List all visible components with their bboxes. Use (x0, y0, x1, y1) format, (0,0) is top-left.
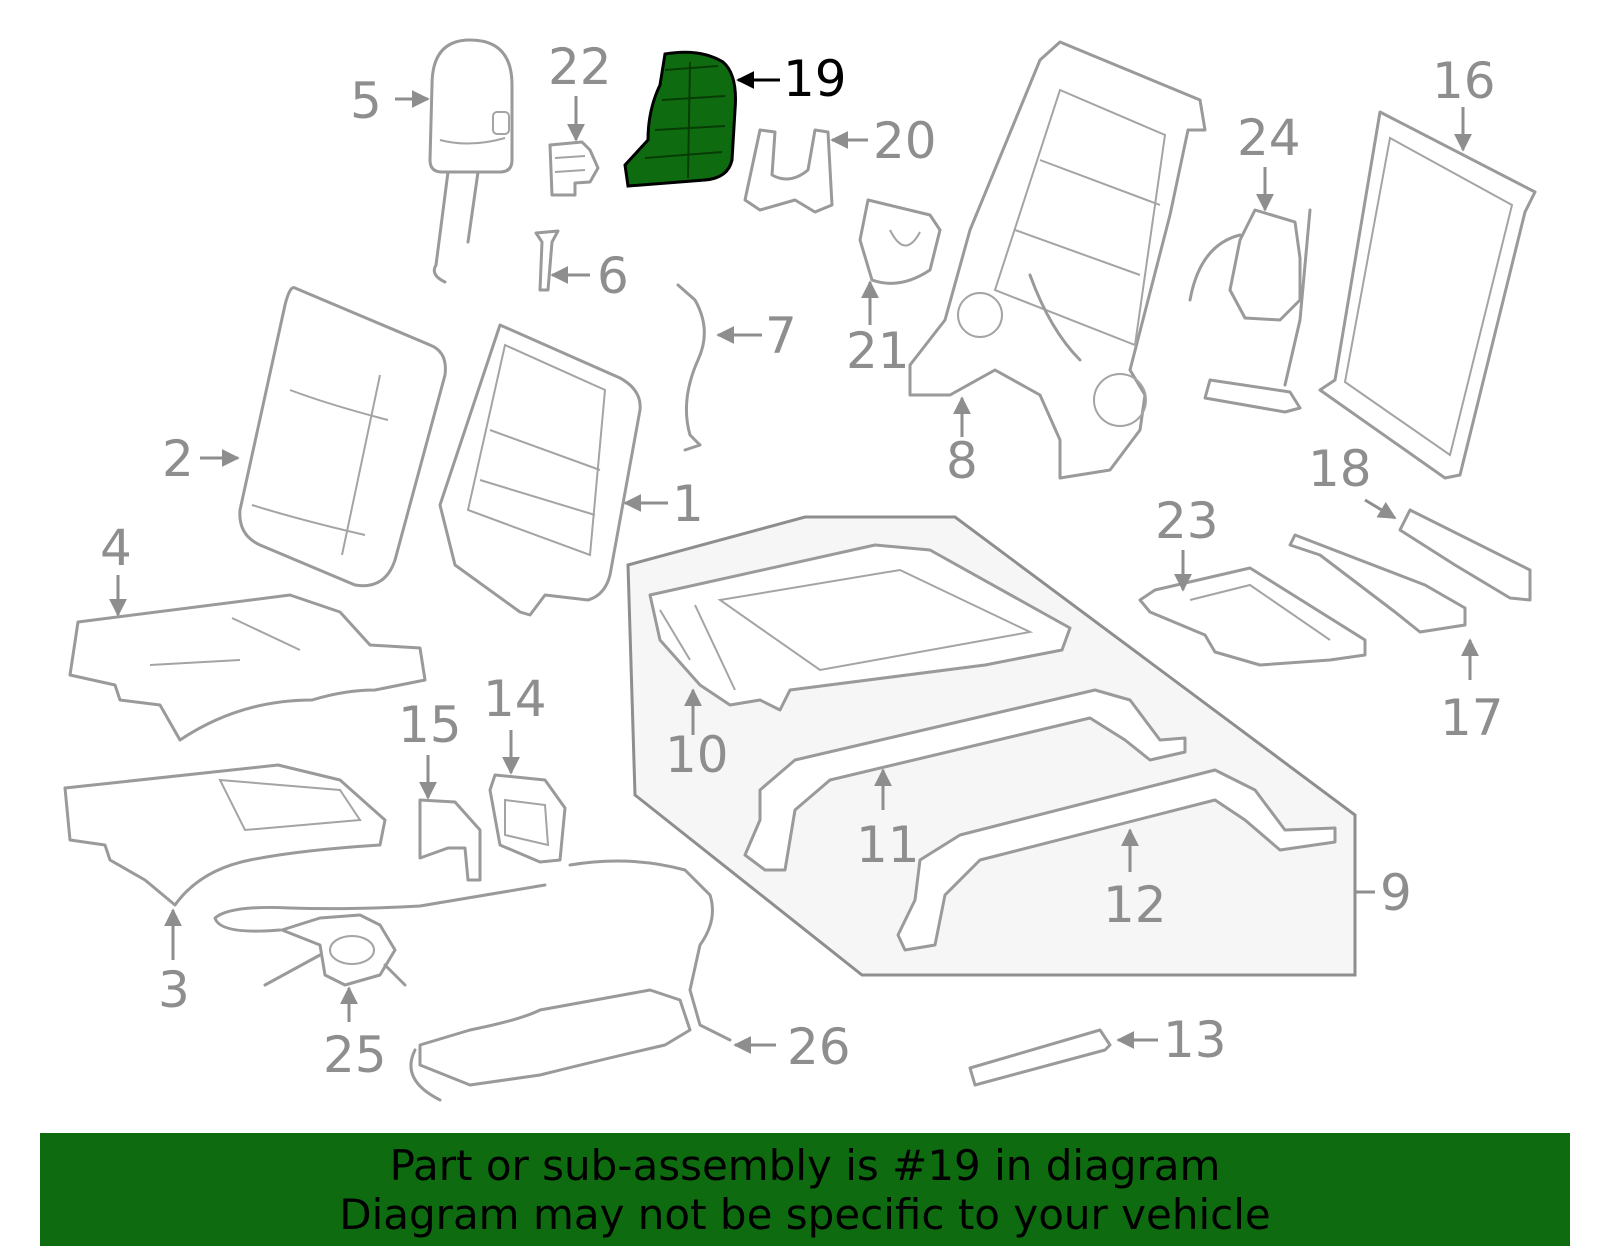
part-5-headrest (428, 38, 514, 284)
part-10-seat-frame (648, 543, 1072, 712)
part-8-frame-structure (908, 40, 1207, 480)
info-banner: Part or sub-assembly is #19 in diagram D… (40, 1133, 1570, 1246)
callout-8: 8 (946, 432, 978, 490)
part-6-pin (534, 229, 560, 292)
callout-13: 13 (1163, 1011, 1227, 1069)
callout-15: 15 (398, 696, 462, 754)
callout-labels: 5 22 19 20 21 6 7 2 1 4 3 15 14 25 26 8 … (100, 38, 1504, 1084)
callout-26: 26 (787, 1018, 851, 1076)
part-22-clip (548, 140, 600, 197)
part-12-rail (896, 768, 1337, 952)
part-19-highlighted (623, 50, 737, 188)
callout-4: 4 (100, 519, 132, 577)
part-23-panel (1138, 566, 1367, 667)
part-14-module (488, 773, 567, 864)
callout-21: 21 (846, 322, 910, 380)
callout-3: 3 (158, 961, 190, 1019)
part-16-back-panel (1318, 110, 1537, 480)
callout-5: 5 (350, 72, 382, 130)
part-20-bracket (743, 128, 834, 214)
part-3-cushion-frame (63, 763, 387, 907)
part-7-cable (676, 283, 706, 452)
banner-line-1: Part or sub-assembly is #19 in diagram (389, 1141, 1221, 1190)
part-11-rail (743, 688, 1187, 872)
part-15-bracket (418, 798, 482, 882)
callout-23: 23 (1155, 492, 1219, 550)
callout-9: 9 (1380, 864, 1412, 922)
callout-18: 18 (1308, 440, 1372, 498)
callout-1: 1 (672, 475, 704, 533)
callout-22: 22 (548, 38, 612, 96)
part-2-seatback-cover (238, 286, 447, 588)
banner-line-2: Diagram may not be specific to your vehi… (339, 1190, 1271, 1239)
callout-24: 24 (1237, 109, 1301, 167)
callout-25: 25 (323, 1026, 387, 1084)
callout-16: 16 (1432, 52, 1496, 110)
part-25-motor (213, 883, 547, 987)
callout-12: 12 (1103, 876, 1167, 934)
part-13-bar (968, 1028, 1112, 1087)
callout-7: 7 (765, 307, 797, 365)
callout-6: 6 (597, 247, 629, 305)
callout-17: 17 (1440, 689, 1504, 747)
part-24-recliner (1188, 208, 1312, 414)
parts-diagram: 5 22 19 20 21 6 7 2 1 4 3 15 14 25 26 8 … (63, 38, 1537, 1102)
part-17-bracket (1288, 533, 1467, 634)
callout-2: 2 (162, 430, 194, 488)
part-21-cover (858, 198, 942, 285)
leader-lines (109, 71, 1479, 1054)
part-18-bracket (1398, 508, 1532, 602)
part-26-harness (409, 859, 732, 1102)
callout-10: 10 (665, 726, 729, 784)
callout-19: 19 (783, 50, 847, 108)
callout-11: 11 (856, 816, 920, 874)
callout-20: 20 (873, 112, 937, 170)
callout-14: 14 (483, 670, 547, 728)
part-4-cushion-cover (68, 593, 427, 742)
part-1-seatback-frame (438, 323, 642, 617)
